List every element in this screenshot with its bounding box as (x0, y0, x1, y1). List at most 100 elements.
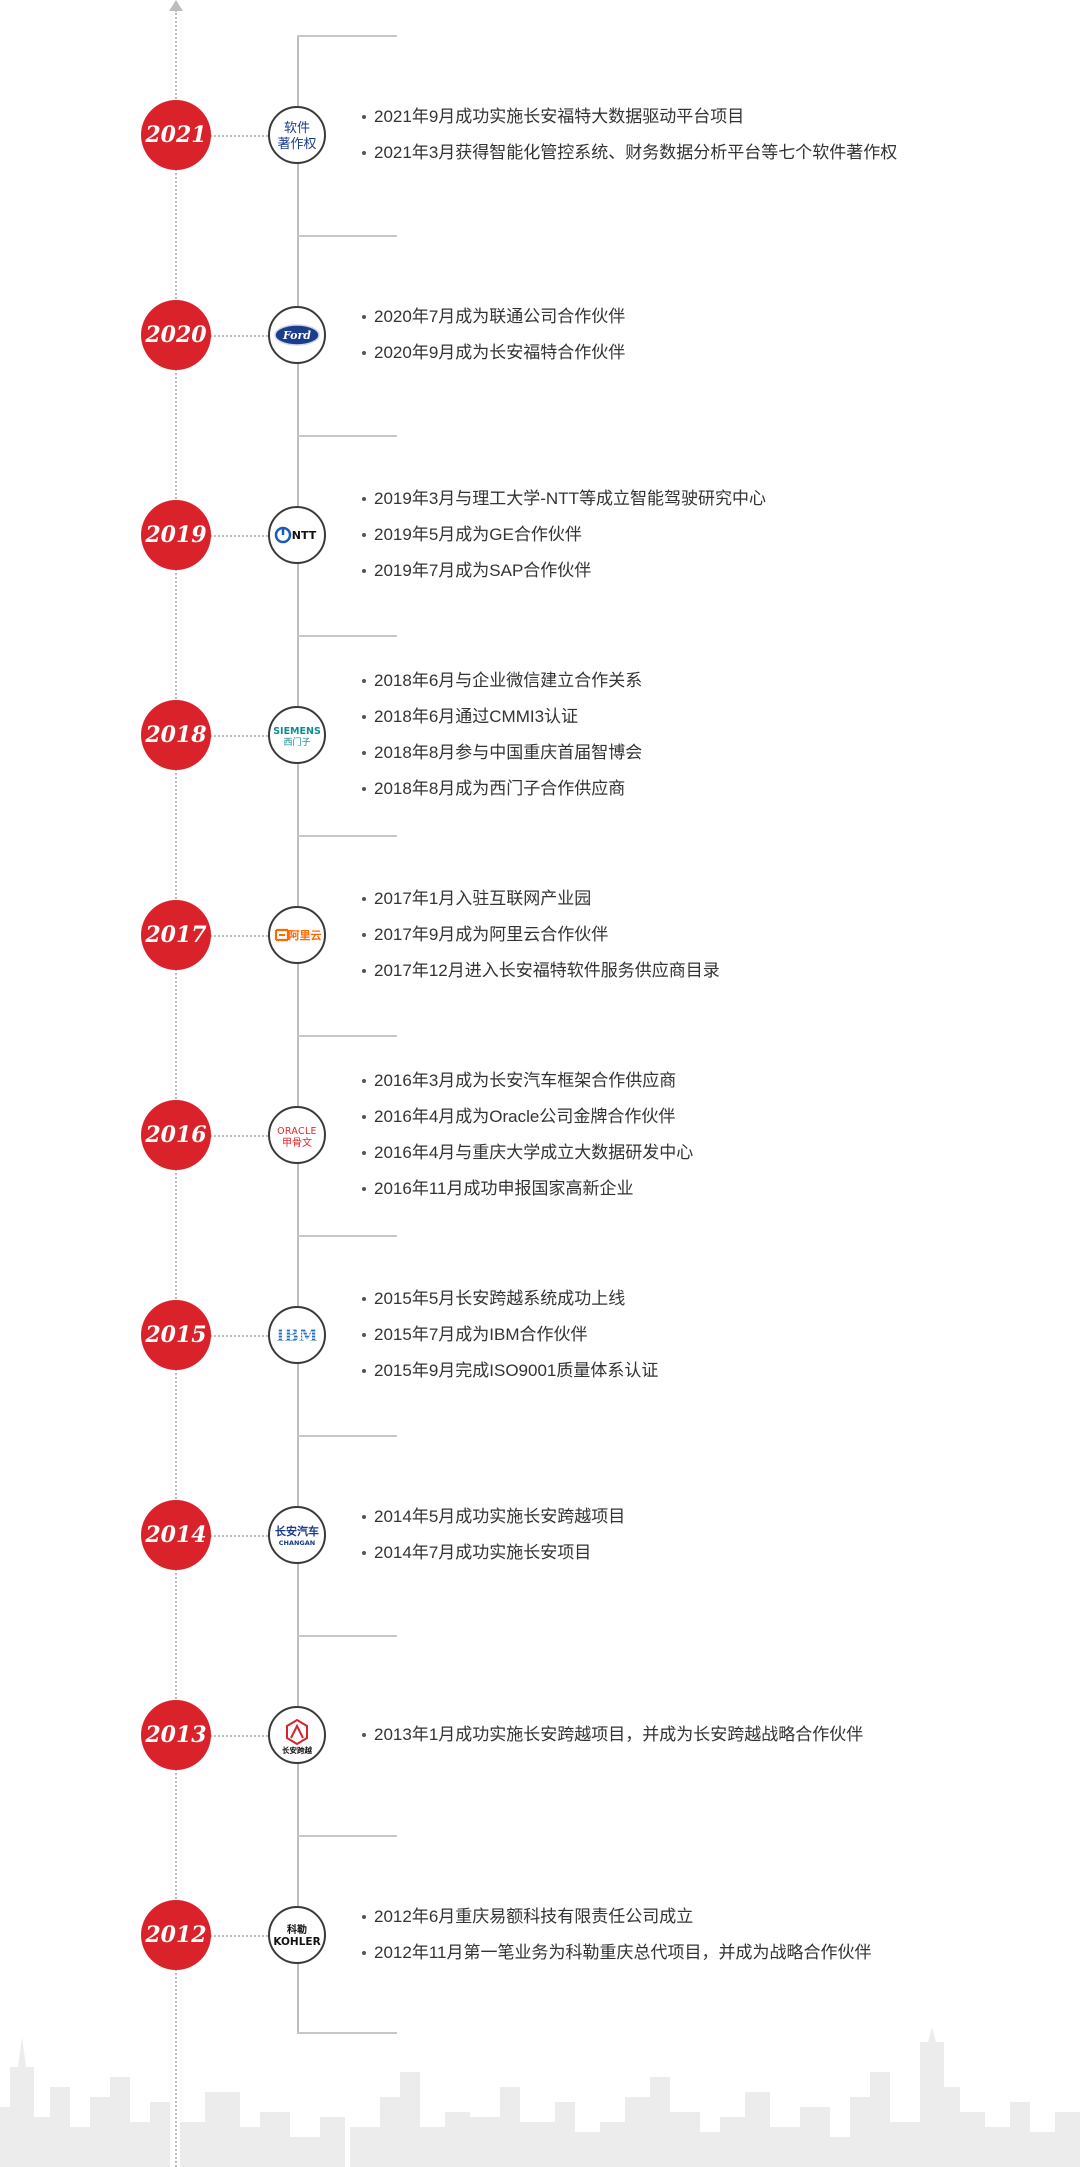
logo-text: Ford (282, 329, 311, 342)
event-item: 2014年7月成功实施长安项目 (360, 1535, 1060, 1571)
row-divider-tick (297, 1035, 397, 1037)
logo-text: 阿里云 (289, 928, 322, 942)
year-badge: 2017 (141, 900, 211, 970)
event-item: 2016年3月成为长安汽车框架合作供应商 (360, 1063, 1060, 1099)
row-divider-tick (297, 1235, 397, 1237)
ford-oval (274, 324, 320, 346)
year-connector-line (210, 135, 268, 137)
year-connector-line (210, 1735, 268, 1737)
logo-text-line: 著作权 (277, 136, 316, 152)
logo-subtext: 甲骨文 (282, 1136, 312, 1149)
event-item: 2017年1月入驻互联网产业园 (360, 881, 1060, 917)
row-divider-tick (297, 1435, 397, 1437)
row-divider-tick (297, 35, 397, 37)
event-item: 2016年4月与重庆大学成立大数据研发中心 (360, 1135, 1060, 1171)
year-connector-line (210, 735, 268, 737)
logo-text: ORACLE (277, 1126, 317, 1137)
event-item: 2017年12月进入长安福特软件服务供应商目录 (360, 953, 1060, 989)
year-connector-line (210, 1335, 268, 1337)
ford-logo-icon: Ford (268, 306, 326, 364)
event-list: 2013年1月成功实施长安跨越项目，并成为长安跨越战略合作伙伴 (360, 1717, 1060, 1753)
event-item: 2015年9月完成ISO9001质量体系认证 (360, 1353, 1060, 1389)
event-item: 2019年3月与理工大学-NTT等成立智能驾驶研究中心 (360, 481, 1060, 517)
year-connector-line (210, 535, 268, 537)
city-skyline-background (0, 2027, 1080, 2167)
event-item: 2019年5月成为GE合作伙伴 (360, 517, 1060, 553)
event-item: 2017年9月成为阿里云合作伙伴 (360, 917, 1060, 953)
event-item: 2015年7月成为IBM合作伙伴 (360, 1317, 1060, 1353)
row-divider-tick (297, 1635, 397, 1637)
ibm-logo-icon: IBM (268, 1306, 326, 1364)
year-connector-line (210, 335, 268, 337)
year-badge: 2020 (141, 300, 211, 370)
logo-text: 科勒 (287, 1923, 307, 1936)
year-connector-line (210, 935, 268, 937)
event-item: 2021年9月成功实施长安福特大数据驱动平台项目 (360, 99, 1060, 135)
ntt-logo-icon: NTT (268, 506, 326, 564)
event-item: 2020年7月成为联通公司合作伙伴 (360, 299, 1060, 335)
event-item: 2018年8月参与中国重庆首届智博会 (360, 735, 1060, 771)
axis-arrow-icon (169, 0, 183, 11)
logo-text: 长安汽车 (275, 1524, 319, 1538)
year-badge: 2015 (141, 1300, 211, 1370)
event-item: 2019年7月成为SAP合作伙伴 (360, 553, 1060, 589)
row-divider-tick (297, 435, 397, 437)
event-item: 2016年4月成为Oracle公司金牌合作伙伴 (360, 1099, 1060, 1135)
timeline-end-tick (297, 2032, 397, 2034)
event-item: 2016年11月成功申报国家高新企业 (360, 1171, 1060, 1207)
event-item: 2021年3月获得智能化管控系统、财务数据分析平台等七个软件著作权 (360, 135, 1060, 171)
event-item: 2018年6月与企业微信建立合作关系 (360, 663, 1060, 699)
event-item: 2018年8月成为西门子合作供应商 (360, 771, 1060, 807)
year-connector-line (210, 1935, 268, 1937)
changan-kuayue-logo-icon: 长安跨越 (268, 1706, 326, 1764)
dotted-axis-line (175, 10, 177, 2167)
year-badge: 2012 (141, 1900, 211, 1970)
event-item: 2015年5月长安跨越系统成功上线 (360, 1281, 1060, 1317)
row-divider-tick (297, 235, 397, 237)
year-badge: 2018 (141, 700, 211, 770)
solid-axis-line (297, 35, 299, 2033)
event-item: 2018年6月通过CMMI3认证 (360, 699, 1060, 735)
logo-subtext: 西门子 (283, 736, 310, 748)
logo-subtext: CHANGAN (279, 1539, 316, 1547)
row-divider-tick (297, 835, 397, 837)
year-badge: 2021 (141, 100, 211, 170)
event-item: 2014年5月成功实施长安跨越项目 (360, 1499, 1060, 1535)
row-divider-tick (297, 635, 397, 637)
event-item: 2020年9月成为长安福特合作伙伴 (360, 335, 1060, 371)
year-badge: 2016 (141, 1100, 211, 1170)
year-badge: 2013 (141, 1700, 211, 1770)
logo-text: NTT (292, 529, 317, 542)
event-item: 2012年11月第一笔业务为科勒重庆总代项目，并成为战略合作伙伴 (360, 1935, 1060, 1971)
logo-text-line: 软件 (284, 121, 310, 136)
aliyun-logo-icon: 阿里云 (268, 906, 326, 964)
timeline-year-2013: 2013 长安跨越 2013年1月成功实施长安跨越项目，并成为长安跨越战略合作伙伴 (0, 1635, 1080, 1835)
row-divider-tick (297, 1835, 397, 1837)
year-badge: 2014 (141, 1500, 211, 1570)
year-badge: 2019 (141, 500, 211, 570)
logo-text: 长安跨越 (282, 1745, 312, 1755)
logo-subtext: KOHLER (273, 1936, 320, 1948)
